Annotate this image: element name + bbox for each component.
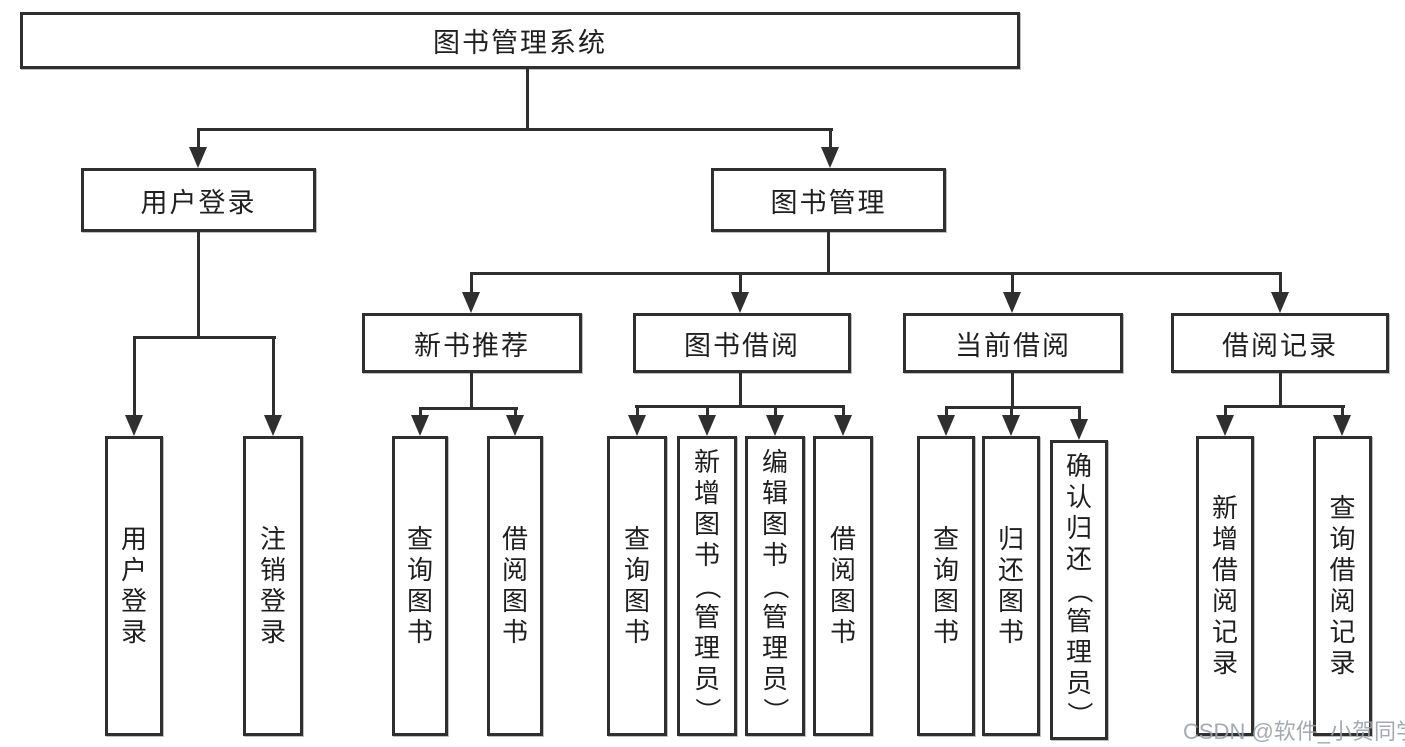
node-user-login: 用户登录 xyxy=(81,168,316,232)
connector-drop xyxy=(419,407,422,417)
node-library-management-system: 图书管理系统 xyxy=(20,12,1020,69)
csdn-watermark: CSDN @软件_小贺同学 xyxy=(1183,719,1405,744)
connector-book-mgmt-drop xyxy=(829,128,832,150)
connector-drop xyxy=(1279,272,1282,293)
node-current-borrowing: 当前借阅 xyxy=(903,313,1123,373)
arrowhead-down-icon xyxy=(1003,292,1021,313)
connector-user-login-drop xyxy=(197,128,200,150)
connector-drop xyxy=(133,336,136,416)
node-user-login-leaf-label: 用户登录 xyxy=(120,524,147,647)
connector-cb-rail xyxy=(945,406,1081,409)
node-book-borrowing: 图书借阅 xyxy=(633,313,851,373)
connector-level2-rail xyxy=(197,128,833,131)
node-new-book-recommend-label: 新书推荐 xyxy=(414,330,530,361)
connector-drop xyxy=(945,406,948,417)
arrowhead-down-icon xyxy=(1002,415,1020,436)
connector-user-login-down xyxy=(197,232,200,338)
arrowhead-down-icon xyxy=(1271,292,1289,313)
node-br-query-record: 查询借阅记录 xyxy=(1313,436,1372,736)
arrowhead-down-icon xyxy=(125,415,143,436)
node-rec-borrow-books: 借阅图书 xyxy=(487,436,543,736)
node-br-add-record-label: 新增借阅记录 xyxy=(1211,493,1238,678)
connector-drop xyxy=(1341,405,1344,417)
connector-bb-down xyxy=(739,373,742,407)
node-cb-return-books: 归还图书 xyxy=(982,436,1040,736)
connector-root-drop xyxy=(526,69,529,130)
arrowhead-down-icon xyxy=(698,415,716,436)
connector-drop xyxy=(842,405,845,417)
connector-drop xyxy=(272,336,275,416)
node-br-query-record-label: 查询借阅记录 xyxy=(1329,493,1356,678)
node-cb-confirm-return-admin-label: 确认归还（管理员） xyxy=(1064,450,1095,728)
connector-drop xyxy=(1011,272,1014,293)
node-bb-query-books-label: 查询图书 xyxy=(623,524,650,647)
connector-drop xyxy=(739,272,742,293)
arrowhead-down-icon xyxy=(411,415,429,436)
connector-drop xyxy=(1078,406,1081,421)
arrowhead-down-icon xyxy=(506,415,524,436)
node-logout-leaf: 注销登录 xyxy=(243,436,303,736)
node-book-management-label: 图书管理 xyxy=(770,187,887,218)
node-new-book-recommend: 新书推荐 xyxy=(362,313,582,373)
node-cb-query-books: 查询图书 xyxy=(917,436,975,736)
connector-drop xyxy=(706,405,709,417)
node-rec-borrow-books-label: 借阅图书 xyxy=(501,524,528,647)
connector-br-down xyxy=(1279,373,1282,407)
connector-br-rail xyxy=(1224,405,1345,408)
node-bb-query-books: 查询图书 xyxy=(607,436,667,736)
node-user-login-label: 用户登录 xyxy=(140,187,257,218)
connector-drop xyxy=(470,272,473,293)
node-bb-edit-books-admin-label: 编辑图书（管理员） xyxy=(760,446,791,724)
node-borrowing-records-label: 借阅记录 xyxy=(1222,330,1338,361)
node-user-login-leaf: 用户登录 xyxy=(105,436,163,736)
node-br-add-record: 新增借阅记录 xyxy=(1196,436,1254,736)
arrowhead-down-icon xyxy=(628,415,646,436)
connector-cb-down xyxy=(1011,373,1014,409)
arrowhead-down-icon xyxy=(731,292,749,313)
connector-level3-rail xyxy=(470,272,1282,275)
node-bb-edit-books-admin: 编辑图书（管理员） xyxy=(745,436,805,736)
node-cb-confirm-return-admin: 确认归还（管理员） xyxy=(1050,440,1108,740)
arrowhead-down-icon xyxy=(189,147,207,168)
node-cb-return-books-label: 归还图书 xyxy=(997,524,1024,647)
connector-user-login-rail xyxy=(133,336,276,339)
node-bb-borrow-books: 借阅图书 xyxy=(813,436,873,736)
connector-drop xyxy=(636,405,639,417)
connector-drop xyxy=(1224,405,1227,417)
node-book-management: 图书管理 xyxy=(711,168,946,232)
arrowhead-down-icon xyxy=(462,292,480,313)
connector-bb-rail xyxy=(635,405,845,408)
connector-drop xyxy=(1010,406,1013,417)
connector-drop xyxy=(774,405,777,417)
node-logout-leaf-label: 注销登录 xyxy=(259,524,286,647)
node-library-management-system-label: 图书管理系统 xyxy=(433,28,607,58)
node-bb-borrow-books-label: 借阅图书 xyxy=(829,524,856,647)
node-current-borrowing-label: 当前借阅 xyxy=(955,330,1071,361)
arrowhead-down-icon xyxy=(1070,419,1088,440)
node-bb-add-books-admin: 新增图书（管理员） xyxy=(677,436,737,736)
node-bb-add-books-admin-label: 新增图书（管理员） xyxy=(692,446,723,724)
arrowhead-down-icon xyxy=(821,147,839,168)
node-book-borrowing-label: 图书借阅 xyxy=(684,330,800,361)
arrowhead-down-icon xyxy=(834,415,852,436)
node-borrowing-records: 借阅记录 xyxy=(1171,313,1389,373)
arrowhead-down-icon xyxy=(1333,415,1351,436)
arrowhead-down-icon xyxy=(937,415,955,436)
node-rec-query-books-label: 查询图书 xyxy=(406,524,433,647)
arrowhead-down-icon xyxy=(264,415,282,436)
node-cb-query-books-label: 查询图书 xyxy=(932,524,959,647)
node-rec-query-books: 查询图书 xyxy=(392,436,448,736)
arrowhead-down-icon xyxy=(766,415,784,436)
connector-drop xyxy=(514,407,517,417)
arrowhead-down-icon xyxy=(1216,415,1234,436)
connector-rec-rail xyxy=(419,407,518,410)
connector-rec-down xyxy=(470,373,473,409)
connector-book-mgmt-down xyxy=(827,232,830,274)
